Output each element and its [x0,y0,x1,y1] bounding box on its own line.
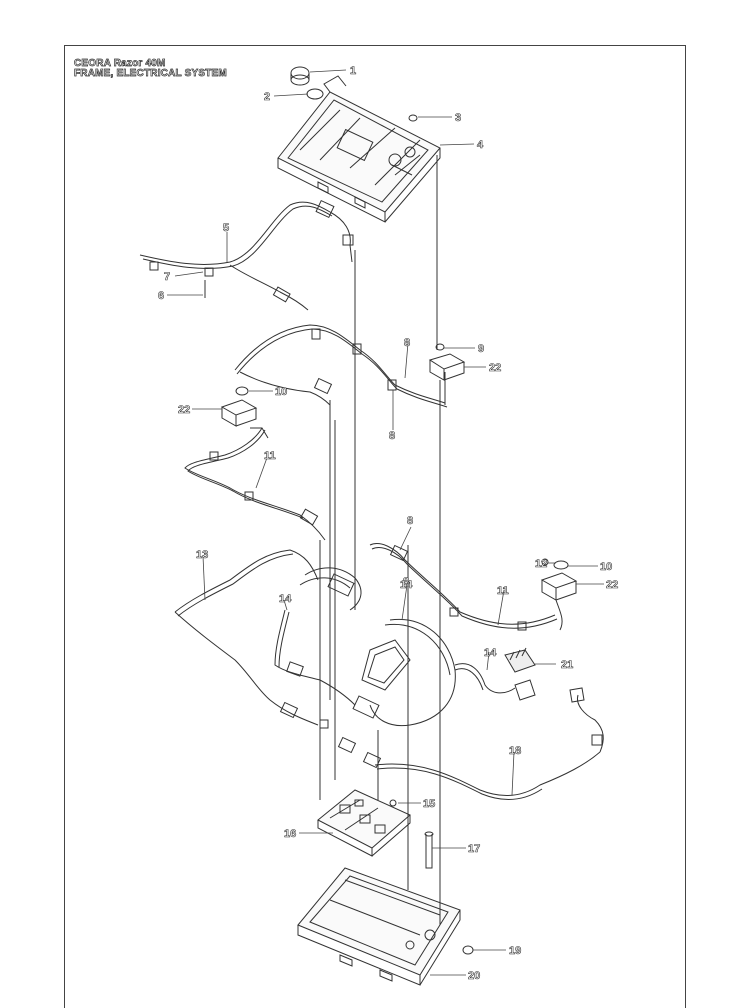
callout-9: 9 [478,343,484,355]
screw-15-part [389,799,397,807]
screw-12-part [541,558,549,566]
callout-19: 19 [509,945,521,957]
control-board-16 [317,789,411,857]
callout-20: 20 [468,970,480,982]
switch-22-left [220,399,258,427]
callout-12: 12 [535,558,547,570]
callout-8-d: 8 [403,576,409,588]
callout-8-b: 8 [389,430,395,442]
callout-6: 6 [158,290,164,302]
callout-21: 21 [561,659,573,671]
callout-17: 17 [468,843,480,855]
harness-6 [234,324,448,408]
callout-8-c: 8 [407,515,413,527]
knob-part [290,66,310,86]
top-frame-part [277,75,441,223]
central-connector-cluster [299,567,382,769]
callout-10-b: 10 [600,561,612,573]
harness-12 [374,687,604,800]
fastener-19-part [462,945,474,955]
diagram-frame [64,45,686,1008]
callout-18: 18 [509,745,521,757]
callout-4: 4 [477,139,484,151]
harness-5 [139,199,354,311]
harness-15-loop [361,543,558,727]
clip-part [435,343,445,351]
washer-part [306,88,324,100]
button-cap-part [235,386,249,396]
leader-lines [167,69,604,976]
callout-22-c: 22 [606,579,618,591]
switch-22-right [540,572,578,631]
callout-2: 2 [264,91,270,103]
callout-16: 16 [284,828,296,840]
switch-22-upper [428,353,466,381]
callout-11-b: 11 [497,585,509,597]
callout-14-b: 14 [484,647,497,659]
callout-14-a: 14 [279,593,292,605]
callout-5: 5 [223,222,229,234]
harness-14-left [274,609,356,706]
bolt-17-part [424,831,434,869]
callout-8-a: 8 [404,337,410,349]
model-title: CEORA Razor 40M [74,58,166,70]
harness-13 [174,549,329,729]
button-cap-right [553,560,569,570]
callout-labels: 1 2 3 4 5 6 7 8 8 8 8 9 10 10 11 11 12 1… [158,65,619,983]
harness-11-left [184,427,326,541]
callout-3: 3 [455,112,461,124]
callout-14-c: 14 [400,579,413,591]
callout-15: 15 [423,798,435,810]
callout-22-a: 22 [489,362,501,374]
callout-10-a: 10 [275,386,287,398]
callout-13: 13 [196,549,208,561]
vertical-wire-runs [319,155,441,925]
base-frame-20 [297,867,461,986]
harness-14-right [454,647,536,701]
callout-11-a: 11 [264,450,276,462]
callout-22-b: 22 [178,404,190,416]
callout-1: 1 [350,65,356,77]
section-title: FRAME, ELECTRICAL SYSTEM [74,68,227,80]
callout-7: 7 [164,271,170,283]
screw-part [408,114,418,122]
